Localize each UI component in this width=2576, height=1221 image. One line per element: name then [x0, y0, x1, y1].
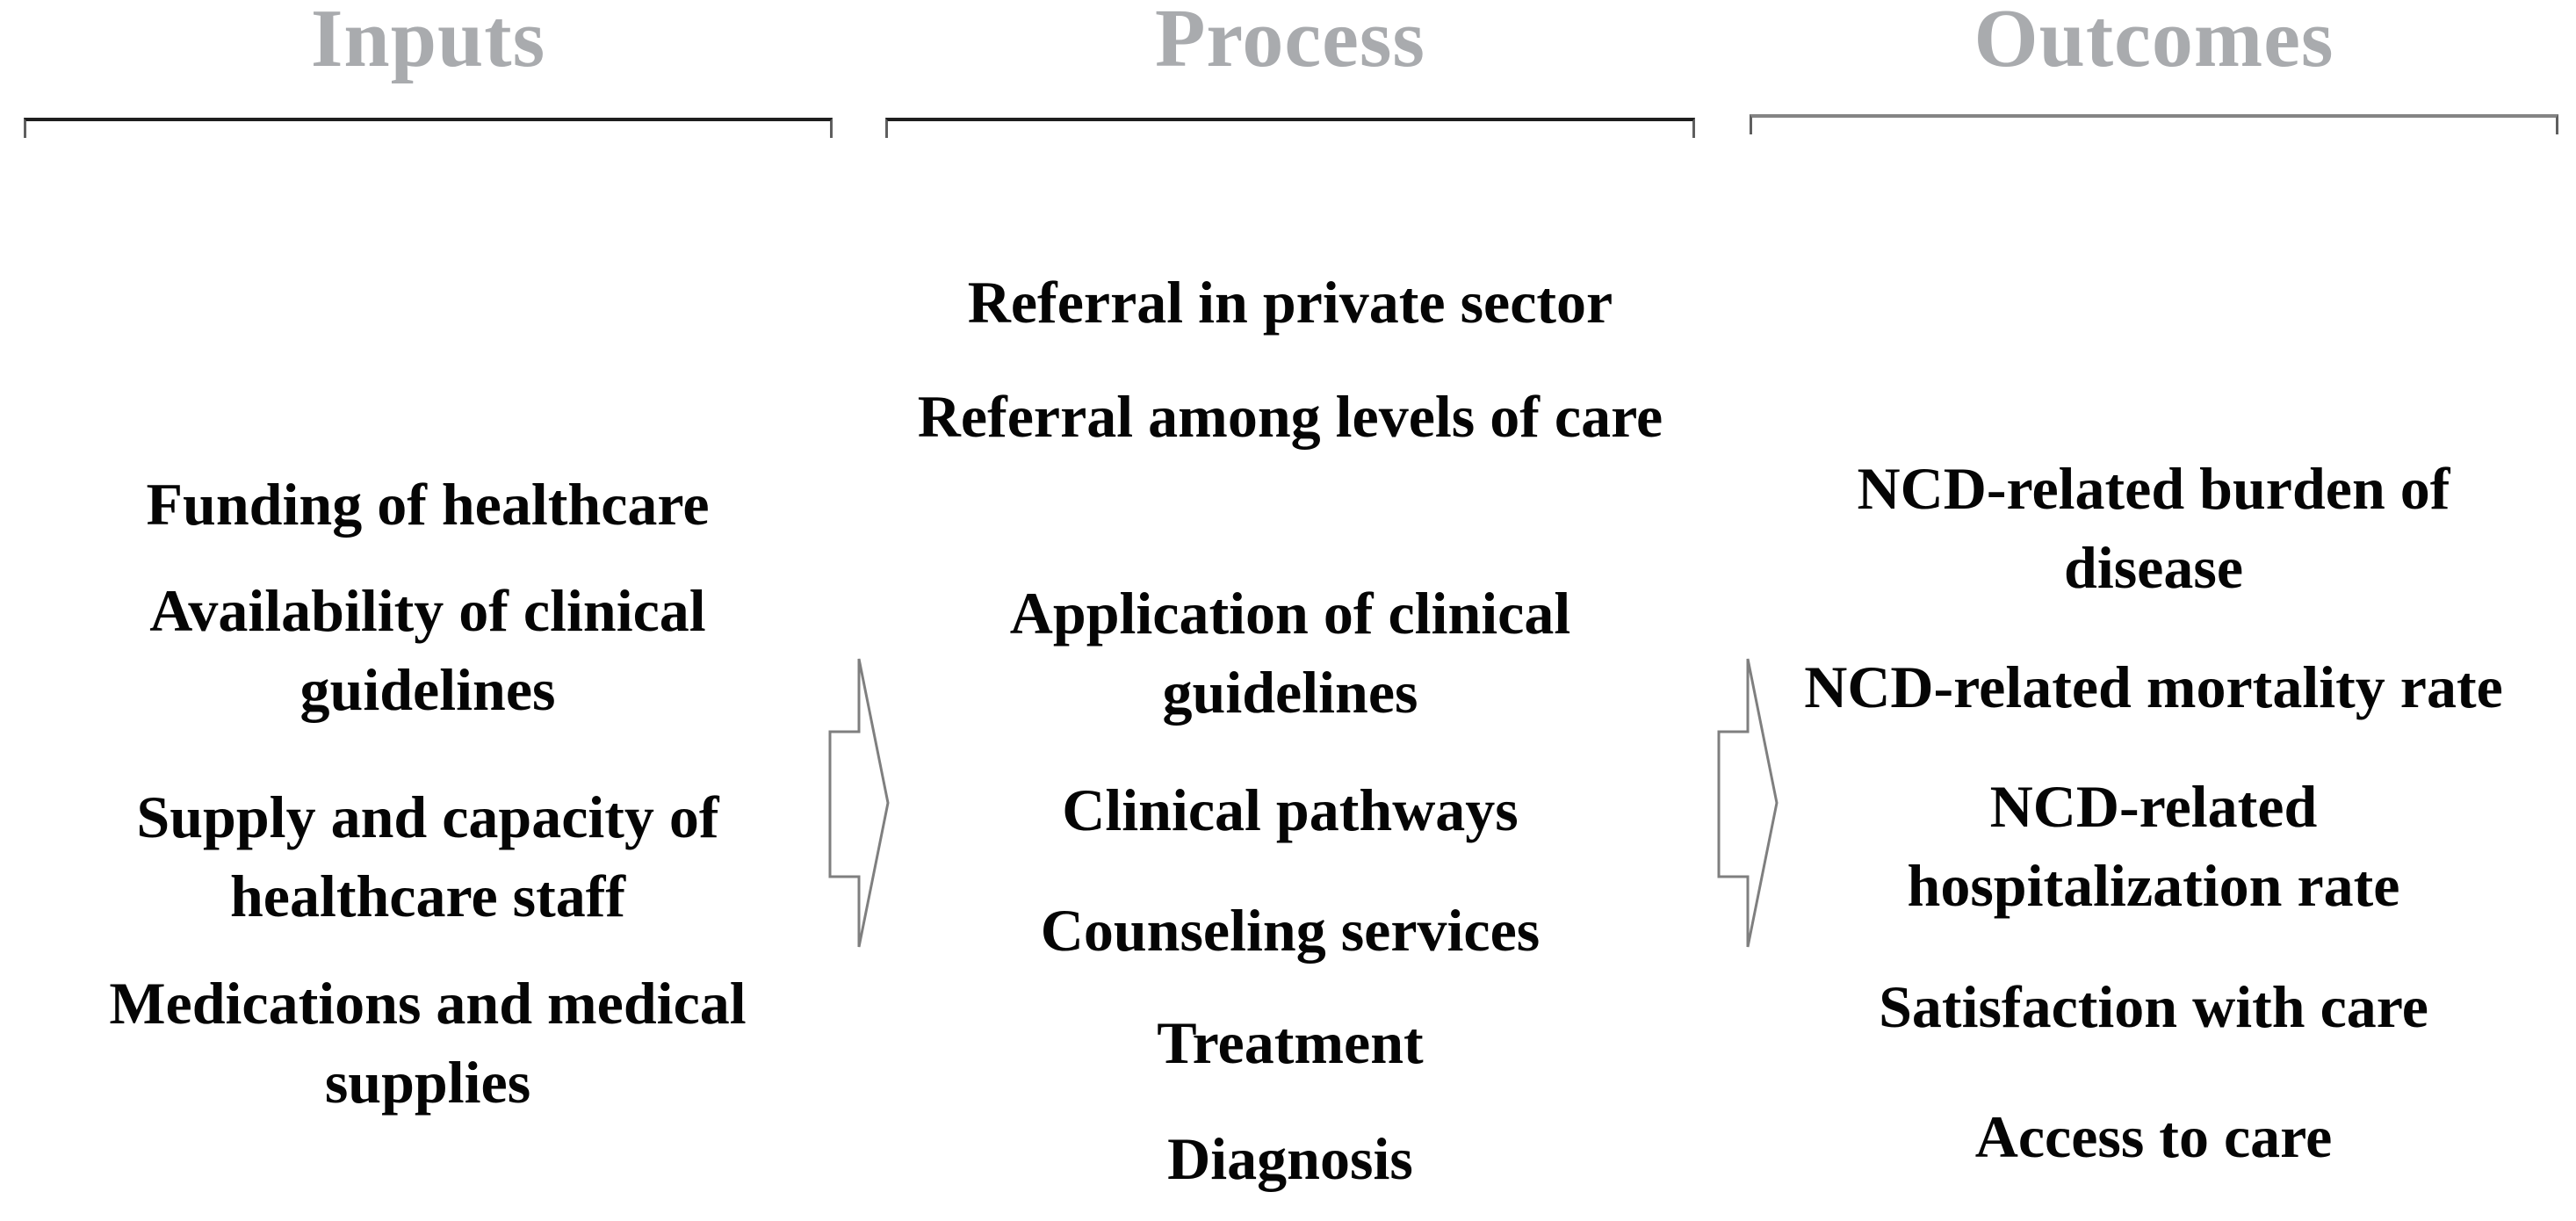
outcomes-item: NCD-related hospitalization rate: [1907, 773, 2400, 919]
inputs-item: Funding of healthcare: [146, 471, 710, 538]
inputs-item: Medications and medical supplies: [109, 970, 747, 1116]
column-header-outcomes: Outcomes: [1973, 0, 2334, 84]
outcomes-bracket: [1750, 114, 2558, 134]
process-item: Referral in private sector: [967, 269, 1613, 336]
process-item: Clinical pathways: [1062, 777, 1519, 843]
inputs-item: Availability of clinical guidelines: [149, 577, 706, 723]
outcomes-item: NCD-related mortality rate: [1804, 654, 2503, 720]
process-item: Diagnosis: [1167, 1125, 1413, 1192]
outcomes-item: Satisfaction with care: [1879, 973, 2428, 1040]
inputs-bracket: [24, 118, 833, 138]
process-item: Application of clinical guidelines: [1009, 580, 1571, 726]
outcomes-item: Access to care: [1974, 1103, 2333, 1170]
process-bracket: [885, 118, 1695, 138]
outcomes-item: NCD-related burden of disease: [1857, 455, 2450, 601]
column-header-inputs: Inputs: [310, 0, 546, 84]
right-arrow-icon: [828, 658, 890, 948]
column-header-process: Process: [1154, 0, 1426, 84]
process-item: Counseling services: [1040, 897, 1541, 964]
inputs-item: Supply and capacity of healthcare staff: [136, 784, 719, 929]
right-arrow-icon: [1717, 658, 1779, 948]
process-item: Referral among levels of care: [917, 383, 1663, 450]
process-item: Treatment: [1157, 1009, 1424, 1076]
